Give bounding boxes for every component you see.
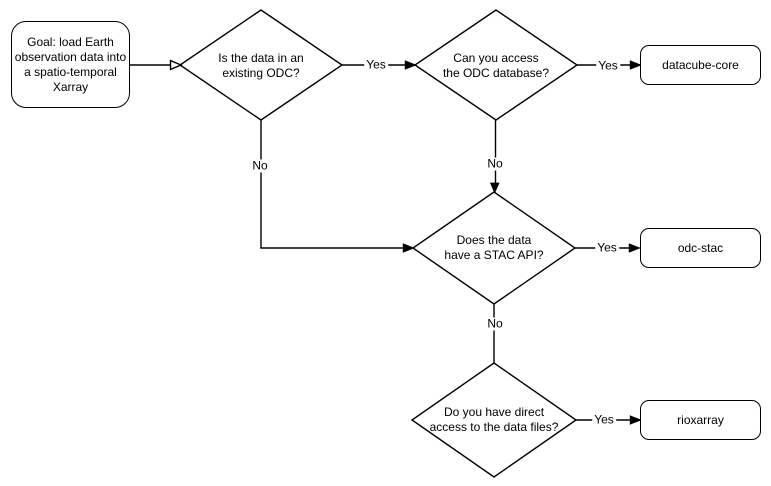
edge-label-no-odc-db-access: No <box>485 156 505 171</box>
edge-label-no-stac-api: No <box>485 316 505 331</box>
decision-odc-db-access-shape <box>413 9 579 121</box>
edge-label-yes-datacube-core: Yes <box>596 58 620 73</box>
decision-existing-odc-shape <box>178 9 344 121</box>
decision-stac-api-shape <box>411 191 577 305</box>
arrowhead-yes-to-access-icon <box>404 60 417 70</box>
edge-no-existing-odc-to-stac <box>260 120 404 249</box>
outcome-label: rioxarray <box>677 412 724 427</box>
goal-text-line: a spatio-temporal <box>24 64 117 79</box>
outcome-label: datacube-core <box>662 57 739 72</box>
goal-text: Goal: load Earth observation data into a… <box>15 35 126 95</box>
edge-label-yes-rioxarray: Yes <box>592 412 616 427</box>
arrowhead-yes-to-odc-stac-icon <box>628 243 641 253</box>
arrowhead-no-elbow-to-stac-icon <box>402 243 415 253</box>
arrowhead-yes-to-datacube-core-icon <box>629 60 642 70</box>
goal-text-line: Goal: load Earth <box>27 34 114 49</box>
edge-label-yes-existing-odc: Yes <box>364 57 388 72</box>
outcome-box-odc-stac: odc-stac <box>640 228 761 268</box>
edge-label-yes-odc-stac: Yes <box>595 240 619 255</box>
goal-text-line: observation data into <box>14 49 127 64</box>
edge-label-no-existing-odc: No <box>250 158 270 173</box>
outcome-box-rioxarray: rioxarray <box>640 400 761 440</box>
goal-box: Goal: load Earth observation data into a… <box>11 21 130 108</box>
outcome-box-datacube-core: datacube-core <box>640 45 761 85</box>
goal-text-line: Xarray <box>52 79 89 94</box>
arrowhead-yes-to-rioxarray-icon <box>629 415 642 425</box>
outcome-label: odc-stac <box>677 240 724 255</box>
open-arrowhead-icon <box>169 59 183 71</box>
arrowhead-no-to-stac-icon <box>489 182 500 194</box>
decision-direct-access-shape <box>410 362 578 478</box>
